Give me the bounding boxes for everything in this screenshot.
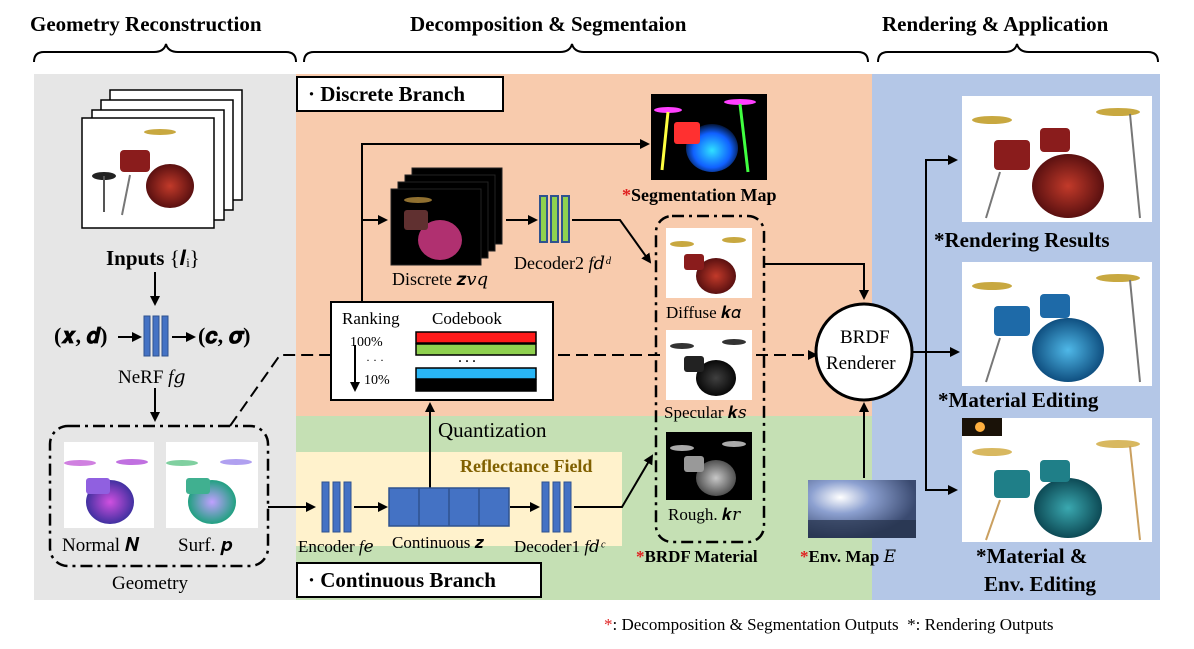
discrete-z-label: Discrete 𝒛𝑣𝑞 (392, 269, 489, 289)
brdf-material-box (654, 214, 766, 544)
material-editing-label: *Material Editing (938, 388, 1099, 412)
geometry-group-label: Geometry (112, 573, 188, 594)
codebook-entry-2 (415, 343, 537, 356)
legend-black-text: : Rendering Outputs (915, 615, 1054, 634)
inputs-label: Inputs {𝑰ᵢ} (106, 246, 200, 270)
nerf-label: NeRF f𝑔 (118, 367, 186, 388)
brdf-renderer-node (814, 302, 914, 402)
encoder-block (321, 481, 352, 533)
rank-top-label: 100% (350, 335, 383, 350)
material-env-editing-image (962, 418, 1152, 542)
codebook-dots: · · · (458, 354, 477, 368)
material-editing-image (962, 262, 1152, 386)
discrete-branch-label: · Discrete Branch (296, 76, 504, 112)
codebook-entry-3 (415, 367, 537, 380)
specular-label: Specular 𝒌𝑠 (664, 403, 747, 422)
discrete-z-stack (390, 167, 503, 266)
quantization-label: Quantization (438, 418, 547, 442)
segmentation-map-label: *Segmentation Map (622, 185, 777, 205)
roughness-label: Rough. 𝒌𝑟 (668, 505, 741, 524)
segmentation-map-image (651, 94, 767, 180)
continuous-branch-label: · Continuous Branch (296, 562, 542, 598)
surface-points-image (166, 442, 258, 528)
section-title-decomposition: Decomposition & Segmentaion (410, 12, 687, 36)
diffuse-image (666, 228, 752, 298)
geometry-box (48, 424, 270, 568)
legend: *: Decomposition & Segmentation Outputs … (604, 616, 1054, 633)
codebook-entry-1 (415, 331, 537, 344)
env-map-image (808, 480, 916, 538)
drum-kit-input-icon (92, 129, 194, 216)
brdf-renderer-label-1: BRDF (840, 327, 890, 348)
brdf-material-label: *BRDF Material (636, 547, 758, 566)
material-env-editing-label-1: *Material & (976, 544, 1088, 568)
rank-bottom-label: 10% (364, 373, 390, 388)
continuous-z-block (388, 487, 510, 527)
normal-map-image (64, 442, 154, 528)
normal-label: Normal 𝑵 (62, 535, 140, 556)
decoder2-label: Decoder2 f𝑑ᵈ (514, 253, 611, 273)
decoder1-label: Decoder1 f𝑑ᶜ (514, 537, 605, 556)
env-map-label: *Env. Map 𝐸 (800, 547, 897, 566)
diffuse-label: Diffuse 𝒌𝛼 (666, 303, 742, 322)
material-env-editing-label-2: Env. Editing (984, 572, 1097, 596)
ranking-label: Ranking (342, 309, 400, 328)
codebook-entries (415, 331, 537, 392)
nerf-input-label: (𝒙, 𝒅) (54, 323, 108, 348)
rendering-results-label: *Rendering Results (934, 228, 1110, 252)
legend-red-star: * (604, 615, 613, 634)
nerf-output-label: (𝒄, 𝝈) (198, 323, 251, 348)
section-title-geometry: Geometry Reconstruction (30, 12, 262, 36)
section-title-rendering: Rendering & Application (882, 12, 1109, 36)
specular-image (666, 330, 752, 400)
rank-dots-label: · · · (366, 353, 384, 367)
brdf-renderer-label-2: Renderer (826, 353, 896, 374)
codebook-label: Codebook (432, 309, 502, 328)
rendering-results-image (962, 96, 1152, 222)
legend-red-text: : Decomposition & Segmentation Outputs (612, 615, 899, 634)
legend-black-star: * (907, 615, 916, 634)
nerf-block (143, 315, 169, 357)
roughness-image (666, 432, 752, 500)
section-brackets (33, 43, 1159, 63)
reflectance-field-label: Reflectance Field (460, 456, 593, 476)
input-images-stack (81, 89, 243, 229)
decoder2-block (539, 195, 570, 243)
surface-label: Surf. 𝒑 (178, 535, 233, 556)
encoder-label: Encoder f𝑒 (298, 537, 374, 556)
continuous-z-label: Continuous 𝒛 (392, 533, 485, 552)
codebook-entry-4 (415, 379, 537, 392)
decoder1-block (541, 481, 572, 533)
